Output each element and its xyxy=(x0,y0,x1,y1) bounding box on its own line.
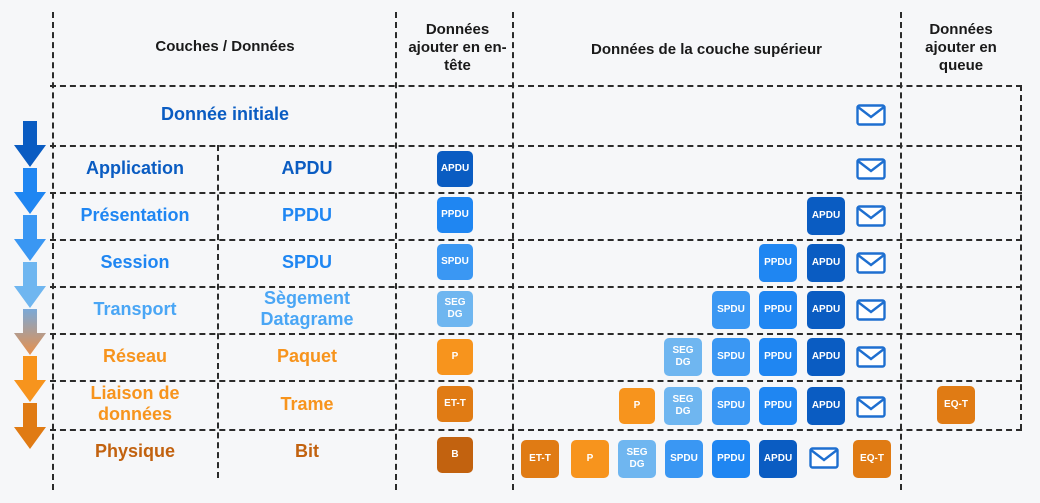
grid-line xyxy=(512,12,514,490)
layer-label-liaison: Liaison de données xyxy=(90,383,180,424)
envelope-icon xyxy=(856,104,886,126)
pdu-label-paquet: Paquet xyxy=(276,346,337,366)
envelope-icon xyxy=(856,205,886,227)
arrow-down-icon xyxy=(14,121,46,167)
initial-data-label: Donnée initiale xyxy=(160,104,290,124)
grid-line xyxy=(50,145,1022,147)
upper-box-p: P xyxy=(619,388,655,424)
upper-box-spdu: SPDU xyxy=(712,387,750,425)
header-box-ppdu: PPDU xyxy=(437,197,473,233)
header-box-b: B xyxy=(437,437,473,473)
arrow-down-icon xyxy=(14,403,46,449)
upper-box-apdu: APDU xyxy=(807,338,845,376)
header-box-seg: SEG DG xyxy=(437,291,473,327)
header-layers: Couches / Données xyxy=(155,38,295,55)
upper-box-apdu: APDU xyxy=(807,387,845,425)
grid-line xyxy=(50,429,1022,431)
layer-label-physique: Physique xyxy=(94,441,176,461)
arrow-down-icon xyxy=(14,262,46,308)
arrow-down-icon xyxy=(14,168,46,214)
arrow-down-icon xyxy=(14,215,46,261)
grid-line xyxy=(50,333,1022,335)
envelope-icon xyxy=(856,158,886,180)
upper-box-ppdu: PPDU xyxy=(759,244,797,282)
upper-box-ppdu: PPDU xyxy=(759,338,797,376)
layer-label-application: Application xyxy=(86,158,184,178)
pdu-label-apdu: APDU xyxy=(281,158,333,178)
header-box-p: P xyxy=(437,339,473,375)
bit-box-et: ET-T xyxy=(521,440,559,478)
pdu-label-bit: Bit xyxy=(295,441,319,461)
bit-box-seg: SEG DG xyxy=(618,440,656,478)
grid-line xyxy=(50,286,1022,288)
layer-label-reseau: Réseau xyxy=(102,346,168,366)
pdu-label-spdu: SPDU xyxy=(281,252,332,272)
arrow-down-icon xyxy=(14,309,46,355)
upper-box-seg: SEG DG xyxy=(664,338,702,376)
header-header-data: Données ajouter en en-tête xyxy=(408,21,507,74)
envelope-icon xyxy=(856,346,886,368)
grid-line xyxy=(50,239,1022,241)
grid-line xyxy=(900,12,902,490)
upper-box-apdu: APDU xyxy=(807,197,845,235)
upper-box-spdu: SPDU xyxy=(712,338,750,376)
bit-box-eq: EQ-T xyxy=(853,440,891,478)
grid-line xyxy=(395,12,397,490)
bit-box-apdu: APDU xyxy=(759,440,797,478)
envelope-icon xyxy=(856,252,886,274)
layer-label-presentation: Présentation xyxy=(80,205,190,225)
upper-box-seg: SEG DG xyxy=(664,387,702,425)
trailer-box-eq: EQ-T xyxy=(937,386,975,424)
envelope-icon xyxy=(856,299,886,321)
bit-box-ppdu: PPDU xyxy=(712,440,750,478)
header-box-spdu: SPDU xyxy=(437,244,473,280)
grid-line xyxy=(50,380,1022,382)
layer-label-transport: Transport xyxy=(93,299,177,319)
grid-line xyxy=(50,85,1022,87)
arrow-down-icon xyxy=(14,356,46,402)
layer-label-session: Session xyxy=(100,252,170,272)
upper-box-apdu: APDU xyxy=(807,291,845,329)
upper-box-ppdu: PPDU xyxy=(759,387,797,425)
upper-box-apdu: APDU xyxy=(807,244,845,282)
header-upper-data: Données de la couche supérieur xyxy=(591,41,822,58)
header-trailer-data: Données ajouter en queue xyxy=(925,21,997,74)
grid-line xyxy=(217,145,219,478)
bit-box-spdu: SPDU xyxy=(665,440,703,478)
grid-line xyxy=(1020,85,1022,430)
upper-box-spdu: SPDU xyxy=(712,291,750,329)
header-box-apdu: APDU xyxy=(437,151,473,187)
pdu-label-segment: Sègement Datagrame xyxy=(260,288,354,329)
header-box-et: ET-T xyxy=(437,386,473,422)
pdu-label-trame: Trame xyxy=(280,394,334,414)
envelope-icon xyxy=(856,396,886,418)
pdu-label-ppdu: PPDU xyxy=(281,205,332,225)
bit-box-p: P xyxy=(571,440,609,478)
upper-box-ppdu: PPDU xyxy=(759,291,797,329)
grid-line xyxy=(52,12,54,490)
grid-line xyxy=(50,192,1022,194)
envelope-icon xyxy=(809,447,839,469)
